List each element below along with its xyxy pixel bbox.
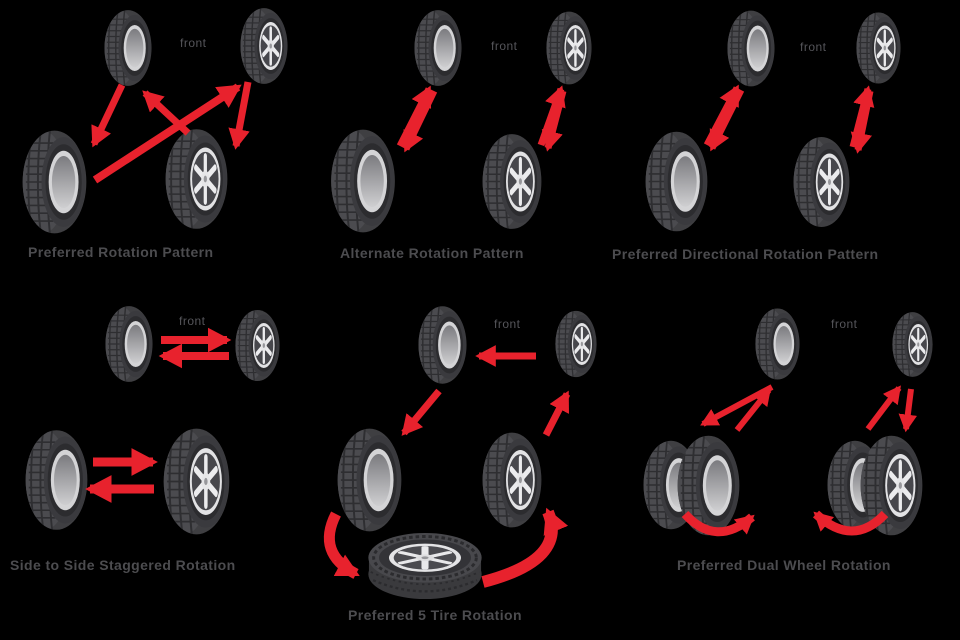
panel-title-side-to-side-staggered-rotation: Side to Side Staggered Rotation <box>10 557 236 573</box>
rotation-arrow <box>703 84 741 147</box>
tire-alloy <box>235 310 280 381</box>
rotation-arrow <box>92 83 242 184</box>
rotation-arrow <box>898 388 918 433</box>
panel-art-side-to-side-staggered-rotation <box>25 306 280 534</box>
rotation-arrow <box>396 85 433 148</box>
tire-barrel <box>104 10 152 86</box>
tire-barrel <box>414 10 462 86</box>
rotation-arrow <box>700 384 774 427</box>
panel-title-alternate-rotation: Alternate Rotation Pattern <box>340 245 524 261</box>
tire-alloy <box>163 429 229 535</box>
rotation-arrow <box>401 388 442 436</box>
front-label: front <box>494 317 521 331</box>
rotation-arrow <box>812 510 889 536</box>
rotation-arrow <box>90 83 126 148</box>
tire-alloy <box>165 129 227 229</box>
panel-title-preferred-rotation: Preferred Rotation Pattern <box>28 244 214 260</box>
front-label: front <box>180 36 207 50</box>
panel-title-preferred-5-tire-rotation: Preferred 5 Tire Rotation <box>348 607 522 623</box>
tire-barrel <box>418 306 467 383</box>
rotation-arrow <box>681 510 755 537</box>
front-label: front <box>491 39 518 53</box>
tire-alloy <box>856 12 901 83</box>
tire-alloy <box>482 433 541 528</box>
panel-art-preferred-directional-rotation-pattern <box>645 11 901 232</box>
rotation-arrow <box>481 507 569 588</box>
tire-barrel <box>337 429 401 532</box>
tire-barrel <box>727 11 775 87</box>
rotation-arrow <box>542 390 571 437</box>
tire-alloy <box>555 311 597 377</box>
front-label: front <box>179 314 206 328</box>
panel-art-preferred-rotation-pattern <box>22 8 288 233</box>
tire-barrel <box>22 131 86 234</box>
tire-alloy <box>793 137 849 227</box>
tire-barrel <box>25 430 87 530</box>
rotation-arrow <box>228 81 252 150</box>
panel-art-alternate-rotation-pattern <box>331 10 592 232</box>
panel-title-preferred-dual-wheel-rotation: Preferred Dual Wheel Rotation <box>677 557 891 573</box>
tire-alloy <box>240 8 288 84</box>
tire-alloy <box>546 12 592 85</box>
tire-barrel <box>645 132 707 232</box>
tire-barrel <box>331 130 395 233</box>
front-label: front <box>831 317 858 331</box>
tire-alloy <box>482 134 541 229</box>
tire-barrel <box>755 308 800 379</box>
panel-art-preferred-dual-wheel-rotation <box>643 308 933 537</box>
rotation-arrow <box>865 385 902 431</box>
tire-flat <box>366 531 484 601</box>
rotation-arrow <box>849 85 875 148</box>
tire-barrel <box>105 306 153 382</box>
rotation-arrow <box>323 511 360 579</box>
front-label: front <box>800 40 827 54</box>
rotation-arrow <box>537 85 566 147</box>
tire-alloy <box>892 312 933 377</box>
rotation-arrow <box>734 387 772 432</box>
panel-title-preferred-directional-rotation: Preferred Directional Rotation Pattern <box>612 246 879 262</box>
rotation-arrow <box>708 88 745 152</box>
panel-art-preferred-5-tire-rotation <box>323 306 597 601</box>
